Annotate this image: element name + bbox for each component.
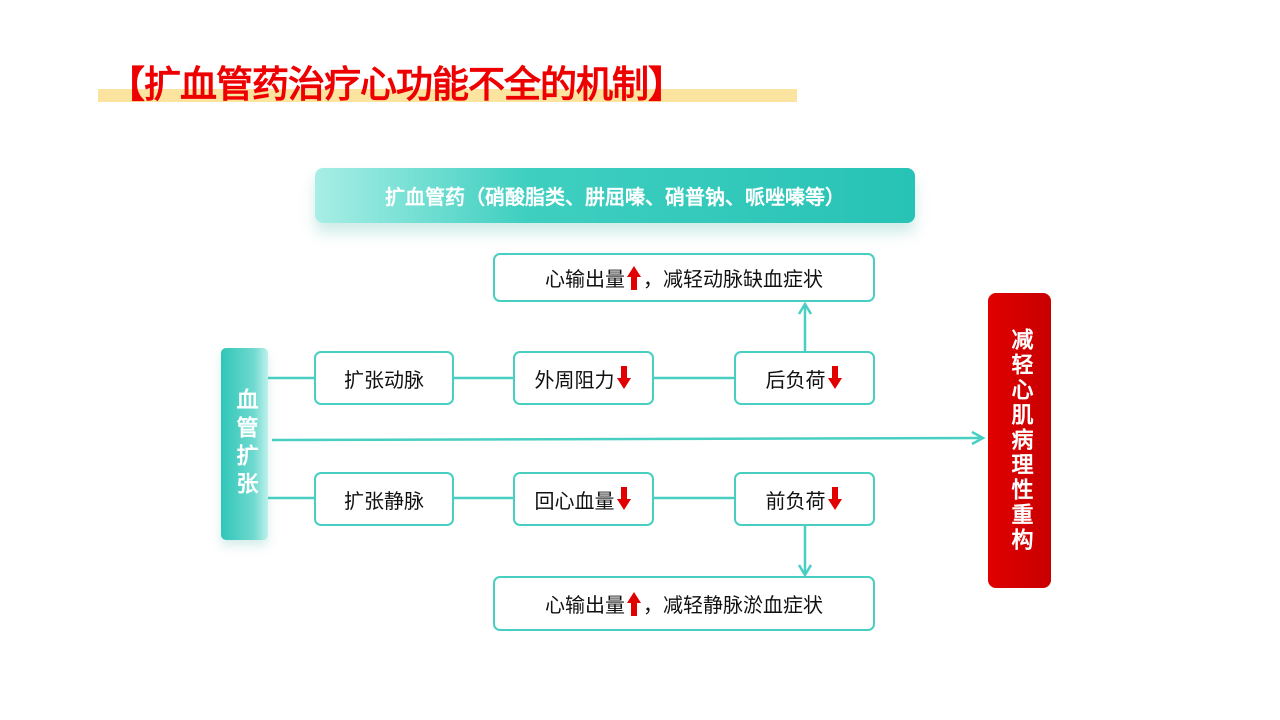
result-text: 心输出量: [545, 267, 625, 291]
arrow-up-icon: [627, 265, 641, 290]
arrow-down-icon: [827, 487, 842, 511]
dilate-artery-box: 扩张动脉: [314, 351, 454, 405]
arrow-down-icon: [616, 366, 631, 390]
dilate-vein-box: 扩张静脉: [314, 472, 454, 526]
arrow-up-icon: [627, 591, 641, 616]
preload-box: 前负荷: [734, 472, 875, 526]
arrow-down-icon: [616, 487, 631, 511]
result-text: ，减轻静脉淤血症状: [643, 593, 823, 617]
arrow-down-icon: [827, 366, 842, 390]
bottom-result-box: 心输出量 ，减轻静脉淤血症状: [493, 576, 875, 631]
remodeling-bar: 减轻心肌病理性重构: [988, 293, 1051, 588]
top-result-box: 心输出量 ，减轻动脉缺血症状: [493, 253, 875, 302]
title-highlight: [98, 89, 797, 102]
vasodilation-bar: 血管扩张: [221, 348, 268, 540]
afterload-box: 后负荷: [734, 351, 875, 405]
box-label: 前负荷: [765, 488, 826, 513]
box-label: 外周阻力: [534, 367, 615, 392]
box-label: 回心血量: [534, 488, 615, 513]
peripheral-resistance-box: 外周阻力: [513, 351, 654, 405]
page-title: 【扩血管药治疗心功能不全的机制】: [108, 63, 685, 106]
result-text: 心输出量: [545, 593, 625, 617]
result-text: ，减轻动脉缺血症状: [643, 267, 823, 291]
venous-return-box: 回心血量: [513, 472, 654, 526]
box-label: 后负荷: [765, 367, 826, 392]
drug-banner: 扩血管药（硝酸脂类、肼屈嗪、硝普钠、哌唑嗪等）: [315, 168, 915, 223]
